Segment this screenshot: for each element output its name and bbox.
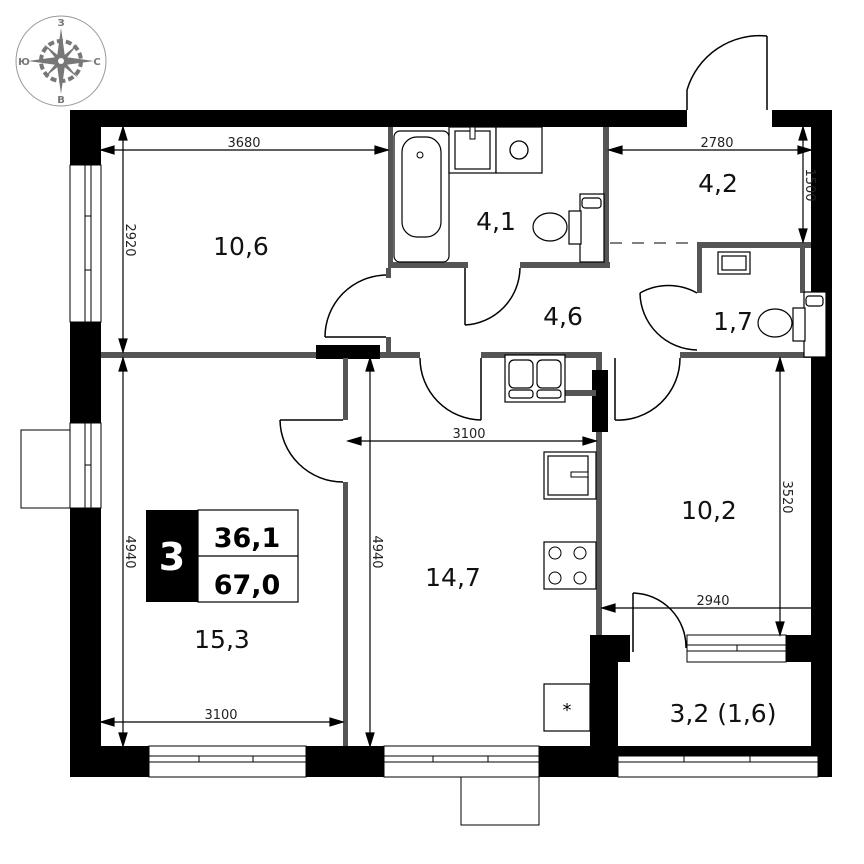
room-area-bedroom-right: 10,2 <box>681 496 737 525</box>
dimension-lines <box>98 124 829 749</box>
window-bottom-2 <box>383 745 540 826</box>
bathroom-sink <box>448 126 497 174</box>
kitchen-counter-sink <box>543 451 597 500</box>
bedroom-right-door[interactable] <box>614 357 681 421</box>
room-area-bedroom-top-left: 10,6 <box>213 232 269 261</box>
loggia-door[interactable] <box>632 592 687 652</box>
bedroom-top-door[interactable] <box>324 274 387 338</box>
fridge-marker: * <box>563 700 572 721</box>
entrance-door[interactable] <box>686 34 768 110</box>
kitchen-door[interactable] <box>419 357 482 421</box>
compass-west-label: Ю <box>18 57 30 68</box>
bathroom-toilet <box>532 193 605 263</box>
outer-walls <box>70 110 832 777</box>
dim-bedroom-right-width: 2940 <box>696 594 729 609</box>
compass-south-label: В <box>57 95 65 106</box>
inner-walls <box>101 127 811 746</box>
room-area-corridor: 4,6 <box>543 302 583 331</box>
living-area-value: 36,1 <box>214 523 281 554</box>
window-left-bottom <box>20 422 102 509</box>
dim-bedroom-top-left-width: 3680 <box>227 136 260 151</box>
dim-kitchen-height: 4940 <box>369 535 384 568</box>
dim-bedroom-top-left-height: 2920 <box>122 223 137 256</box>
compass-north-label: З <box>57 18 64 29</box>
room-area-wc: 1,7 <box>713 307 753 336</box>
wc-door[interactable] <box>639 284 698 351</box>
kitchen-sink-double <box>504 354 566 403</box>
fridge: * <box>543 683 591 732</box>
bathroom-door[interactable] <box>464 267 521 326</box>
dim-entrance-width: 2780 <box>700 136 733 151</box>
dim-entrance-height: 1500 <box>802 168 817 201</box>
window-bottom-1 <box>148 745 307 778</box>
window-bedroom-right-to-loggia <box>686 634 787 663</box>
room-area-bathroom: 4,1 <box>476 207 516 236</box>
compass-rose-icon: З Ю С В <box>15 15 107 107</box>
summary-badge: 3 36,1 67,0 <box>146 509 299 603</box>
bathtub <box>393 130 450 263</box>
kitchen-stove <box>543 541 597 590</box>
room-area-kitchen-living: 14,7 <box>425 563 481 592</box>
room-count: 3 <box>159 535 185 579</box>
room-area-entrance-hall: 4,2 <box>698 169 738 198</box>
room-area-loggia: 3,2 (1,6) <box>670 699 777 728</box>
dim-bedroom-bottom-left-width: 3100 <box>204 708 237 723</box>
window-loggia <box>617 754 819 778</box>
room-area-bedroom-bottom-left: 15,3 <box>194 625 250 654</box>
washing-machine <box>495 126 543 174</box>
window-left-top <box>69 164 102 323</box>
compass-east-label: С <box>93 57 100 68</box>
total-area-value: 67,0 <box>214 570 281 601</box>
wc-toilet <box>757 291 827 358</box>
dim-bedroom-right-height: 3520 <box>779 480 794 513</box>
wc-sink <box>717 251 751 275</box>
dim-bedroom-bottom-left-height: 4940 <box>122 535 137 568</box>
bedroom-bottom-left-door[interactable] <box>279 419 344 483</box>
dim-kitchen-width: 3100 <box>452 427 485 442</box>
